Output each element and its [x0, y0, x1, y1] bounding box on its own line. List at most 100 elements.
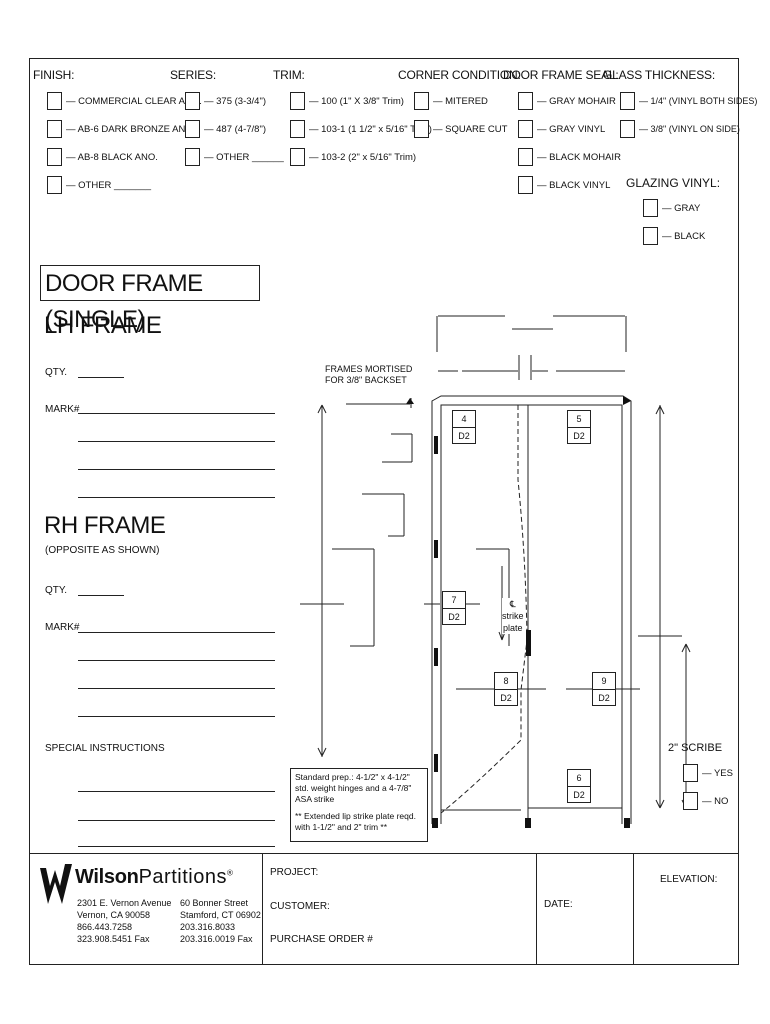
- rh-mark-line[interactable]: [78, 716, 275, 717]
- lh-frame-heading: LH FRAME: [44, 312, 162, 339]
- finish-header: FINISH:: [33, 68, 75, 82]
- mortise-note: FRAMES MORTISED FOR 3/8" BACKSET: [325, 364, 413, 385]
- project-label: PROJECT:: [270, 867, 319, 878]
- series-option[interactable]: — 487 (4-7/8"): [185, 120, 266, 138]
- form-sheet: [29, 58, 739, 965]
- lh-mark-line[interactable]: [78, 441, 275, 442]
- special-line[interactable]: [78, 820, 275, 821]
- rh-mark-field[interactable]: [78, 632, 275, 633]
- checkbox[interactable]: [683, 792, 698, 810]
- checkbox[interactable]: [643, 227, 658, 245]
- checkbox[interactable]: [620, 120, 635, 138]
- series-option[interactable]: — OTHER ______: [185, 148, 284, 166]
- form-title: DOOR FRAME (SINGLE): [40, 265, 260, 333]
- checkbox[interactable]: [290, 92, 305, 110]
- checkbox[interactable]: [290, 148, 305, 166]
- checkbox[interactable]: [518, 120, 533, 138]
- special-line[interactable]: [78, 846, 275, 847]
- lh-qty-label: QTY.: [45, 367, 68, 378]
- prep-note: Standard prep.: 4-1/2" x 4-1/2" std. wei…: [290, 768, 428, 842]
- outer-frame: [431, 395, 632, 824]
- finish-option[interactable]: — COMMERCIAL CLEAR ANO.: [47, 92, 202, 110]
- glass-option[interactable]: — 3/8" (VINYL ON SIDE): [620, 120, 740, 138]
- rh-frame-subtitle: (OPPOSITE AS SHOWN): [45, 545, 160, 556]
- rh-frame-heading: RH FRAME: [44, 512, 166, 539]
- customer-label: CUSTOMER:: [270, 901, 330, 912]
- seal-option[interactable]: — GRAY MOHAIR: [518, 92, 616, 110]
- checkbox[interactable]: [290, 120, 305, 138]
- footer-divider: [262, 853, 263, 965]
- rh-qty-label: QTY.: [45, 585, 68, 596]
- trim-option[interactable]: — 100 (1" X 3/8" Trim): [290, 92, 404, 110]
- rh-mark-line[interactable]: [78, 660, 275, 661]
- lh-mark-line[interactable]: [78, 469, 275, 470]
- footer-divider: [633, 853, 634, 965]
- series-option[interactable]: — 375 (3-3/4"): [185, 92, 266, 110]
- checkbox[interactable]: [185, 120, 200, 138]
- trim-option[interactable]: — 103-2 (2" x 5/16" Trim): [290, 148, 416, 166]
- purchase-order-label: PURCHASE ORDER #: [270, 934, 373, 945]
- finish-option[interactable]: — AB-8 BLACK ANO.: [47, 148, 158, 166]
- corner-header: CORNER CONDITION:: [398, 68, 521, 82]
- date-label: DATE:: [544, 899, 573, 910]
- corner-option[interactable]: — MITERED: [414, 92, 488, 110]
- checkbox[interactable]: [518, 176, 533, 194]
- wilson-logo-icon: [40, 864, 72, 904]
- checkbox[interactable]: [47, 120, 62, 138]
- checkbox[interactable]: [47, 176, 62, 194]
- lh-mark-line[interactable]: [78, 497, 275, 498]
- checkbox[interactable]: [643, 199, 658, 217]
- checkbox[interactable]: [47, 92, 62, 110]
- brand-name: WilsonPartitions®: [75, 866, 233, 888]
- checkbox[interactable]: [414, 92, 429, 110]
- checkbox[interactable]: [620, 92, 635, 110]
- rh-mark-line[interactable]: [78, 688, 275, 689]
- checkbox[interactable]: [518, 92, 533, 110]
- footer-divider: [536, 853, 537, 965]
- scribe-yes-option[interactable]: — YES: [683, 764, 733, 782]
- glazing-option[interactable]: — BLACK: [643, 227, 705, 245]
- seal-option[interactable]: — BLACK VINYL: [518, 176, 610, 194]
- scribe-label: 2" SCRIBE: [668, 742, 723, 754]
- checkbox[interactable]: [185, 148, 200, 166]
- trim-header: TRIM:: [273, 68, 305, 82]
- seal-option[interactable]: — BLACK MOHAIR: [518, 148, 621, 166]
- checkbox[interactable]: [414, 120, 429, 138]
- lh-mark-field[interactable]: [78, 413, 275, 414]
- footer: [29, 853, 739, 965]
- rh-mark-label: MARK#: [45, 622, 80, 633]
- glass-header: GLASS THICKNESS:: [603, 68, 715, 82]
- checkbox[interactable]: [683, 764, 698, 782]
- checkbox[interactable]: [518, 148, 533, 166]
- scribe-no-option[interactable]: — NO: [683, 792, 728, 810]
- seal-option[interactable]: — GRAY VINYL: [518, 120, 605, 138]
- lh-qty-field[interactable]: [78, 377, 124, 378]
- glass-option[interactable]: — 1/4" (VINYL BOTH SIDES): [620, 92, 757, 110]
- lh-mark-label: MARK#: [45, 404, 80, 415]
- inner-frame: [440, 404, 623, 824]
- glazing-option[interactable]: — GRAY: [643, 199, 700, 217]
- corner-option[interactable]: — SQUARE CUT: [414, 120, 507, 138]
- trim-option[interactable]: — 103-1 (1 1/2" x 5/16" Trim): [290, 120, 432, 138]
- special-line[interactable]: [78, 791, 275, 792]
- strike-plate-label: ℄ strike plate: [502, 598, 524, 634]
- finish-option[interactable]: — OTHER _______: [47, 176, 151, 194]
- finish-option[interactable]: — AB-6 DARK BRONZE ANO.: [47, 120, 195, 138]
- seal-header: DOOR FRAME SEAL:: [503, 68, 619, 82]
- series-header: SERIES:: [170, 68, 216, 82]
- special-instructions-label: SPECIAL INSTRUCTIONS: [45, 743, 165, 754]
- glazing-vinyl-title: GLAZING VINYL:: [626, 176, 721, 190]
- checkbox[interactable]: [185, 92, 200, 110]
- elevation-label: ELEVATION:: [660, 874, 718, 885]
- rh-qty-field[interactable]: [78, 595, 124, 596]
- checkbox[interactable]: [47, 148, 62, 166]
